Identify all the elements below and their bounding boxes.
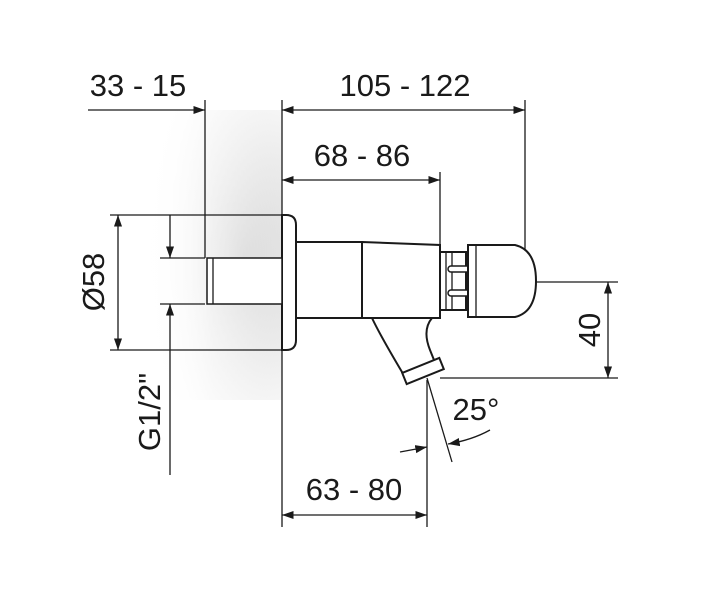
thread-pipe bbox=[206, 257, 283, 305]
wall-rosette bbox=[281, 214, 297, 351]
valve-housing bbox=[361, 240, 441, 319]
label-angle: 25° bbox=[453, 392, 500, 427]
label-total-length: 105 - 122 bbox=[340, 68, 471, 103]
faucet-drawing bbox=[206, 214, 538, 386]
label-rosette-diameter: Ø58 bbox=[76, 253, 111, 312]
label-body-length: 68 - 86 bbox=[314, 138, 411, 173]
label-height: 40 bbox=[572, 313, 607, 347]
dim-arc-angle-left bbox=[399, 445, 428, 454]
label-spout-length: 63 - 80 bbox=[306, 472, 403, 507]
dim-arc-angle-right bbox=[447, 429, 491, 447]
collar-ring-top bbox=[447, 265, 471, 273]
collar-ring-bottom bbox=[447, 289, 471, 297]
label-wall-offset: 33 - 15 bbox=[90, 68, 187, 103]
spout-outlet bbox=[400, 356, 446, 386]
label-thread: G1/2" bbox=[132, 373, 167, 451]
wall-shading bbox=[130, 110, 282, 400]
push-button bbox=[467, 244, 538, 318]
main-body bbox=[295, 241, 363, 319]
dimension-lines bbox=[88, 105, 613, 520]
button-collar bbox=[439, 251, 467, 311]
dimension-labels: 33 - 15 105 - 122 68 - 86 63 - 80 Ø58 G1… bbox=[76, 68, 607, 507]
